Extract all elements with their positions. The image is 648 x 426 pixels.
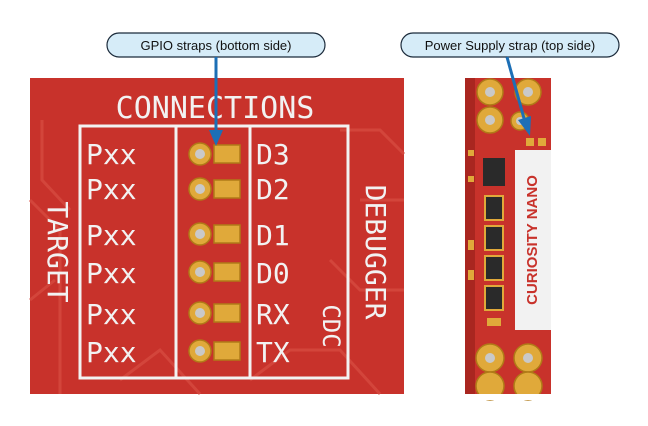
strap-pad-drill xyxy=(195,149,205,159)
strap-pad-drill xyxy=(195,184,205,194)
smd-component xyxy=(484,225,504,251)
header-pad-drill xyxy=(485,115,495,125)
label-strip xyxy=(515,150,551,330)
row-0: Pxx D3 xyxy=(86,138,290,171)
power-strap-pad xyxy=(526,138,534,146)
row-1: Pxx D2 xyxy=(86,173,290,206)
gpio-callout-label: GPIO straps (bottom side) xyxy=(141,38,292,53)
power-callout: Power Supply strap (top side) xyxy=(400,32,620,136)
component-pad xyxy=(468,150,474,156)
debugger-label: DEBUGGER xyxy=(359,185,392,320)
target-pin-label: Pxx xyxy=(86,298,137,331)
smd-component xyxy=(484,195,504,221)
power-callout-box xyxy=(400,32,620,58)
header-pad-drill xyxy=(523,353,533,363)
header-pad-drill xyxy=(485,87,495,97)
debugger-pin-label: D1 xyxy=(256,219,290,252)
power-arrow-head xyxy=(518,116,531,136)
smd-component xyxy=(484,255,504,281)
row-5: Pxx TX xyxy=(86,336,290,369)
right-board: CURIOSITY NANO xyxy=(465,78,551,401)
board-edge xyxy=(465,78,475,394)
ic-chip xyxy=(483,158,505,186)
component-pad xyxy=(468,270,474,280)
strap-pad-square xyxy=(213,303,241,323)
strap-pad-drill xyxy=(195,308,205,318)
component-pad xyxy=(468,240,474,250)
strap-pad-square xyxy=(213,224,241,244)
strap-pad-drill xyxy=(195,346,205,356)
debugger-pin-label: RX xyxy=(256,298,290,331)
target-pin-label: Pxx xyxy=(86,173,137,206)
gpio-arrow-head xyxy=(209,130,223,146)
strap-pad-drill xyxy=(195,229,205,239)
header-pad-drill xyxy=(485,353,495,363)
target-pin-label: Pxx xyxy=(86,257,137,290)
debugger-pin-label: D3 xyxy=(256,138,290,171)
gpio-callout: GPIO straps (bottom side) xyxy=(106,32,326,146)
row-3: Pxx D0 xyxy=(86,257,290,290)
board-cut xyxy=(465,394,551,400)
power-callout-label: Power Supply strap (top side) xyxy=(425,38,596,53)
strap-pad-square xyxy=(213,341,241,361)
debugger-pin-label: D0 xyxy=(256,257,290,290)
strap-pad-square xyxy=(213,179,241,199)
target-label: TARGET xyxy=(41,201,74,302)
debugger-pin-label: TX xyxy=(256,336,290,369)
power-strap-pad xyxy=(538,138,546,146)
target-pin-label: Pxx xyxy=(86,219,137,252)
row-2: Pxx D1 xyxy=(86,219,290,252)
cdc-label: CDC xyxy=(317,304,345,347)
smd-component xyxy=(484,285,504,311)
debugger-pin-label: D2 xyxy=(256,173,290,206)
component-pad xyxy=(468,176,474,182)
connection-table xyxy=(78,124,350,380)
component-pad xyxy=(487,318,501,326)
row-4: Pxx RX xyxy=(86,298,290,331)
strap-pad-square xyxy=(213,262,241,282)
strap-pad-square xyxy=(213,144,241,164)
strap-pad-drill xyxy=(195,267,205,277)
target-pin-label: Pxx xyxy=(86,336,137,369)
header-pad-drill xyxy=(523,87,533,97)
target-pin-label: Pxx xyxy=(86,138,137,171)
curiosity-nano-label: CURIOSITY NANO xyxy=(524,175,541,305)
power-arrow-line xyxy=(505,56,527,123)
